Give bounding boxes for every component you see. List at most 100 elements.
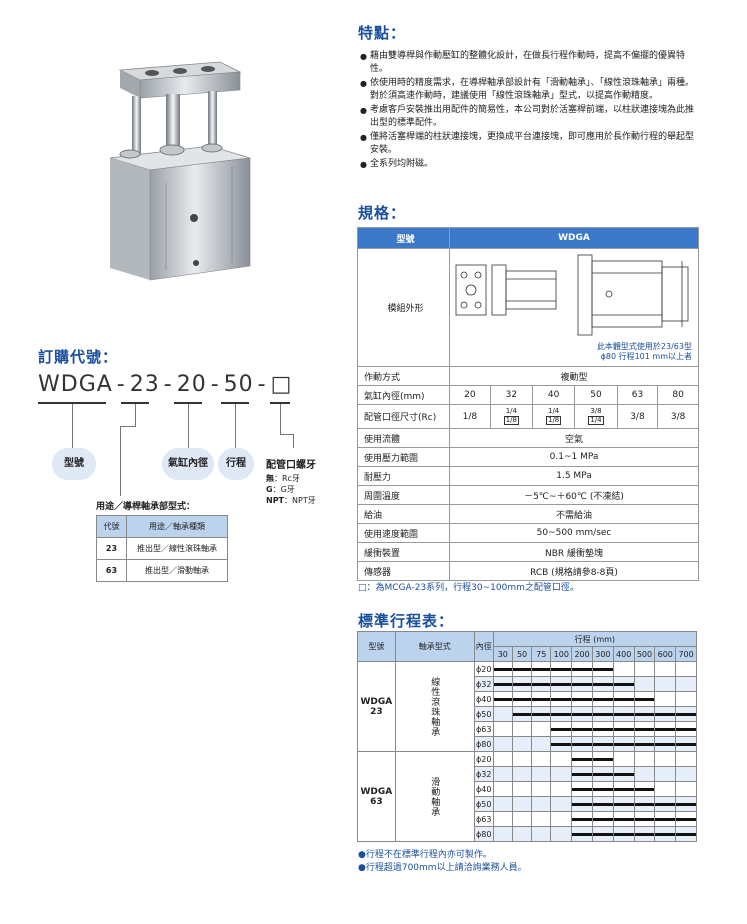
stroke-bore: ϕ32 bbox=[473, 676, 494, 692]
stroke-cell bbox=[675, 751, 697, 767]
stroke-cell bbox=[492, 706, 513, 722]
stroke-notes: ●行程不在標準行程內亦可製作。 ●行程超過700mm以上請洽詢業務人員。 bbox=[358, 849, 527, 875]
spec-note: □：為MCGA-23系列，行程30~100mm之配管口徑。 bbox=[358, 583, 579, 593]
stroke-bar bbox=[572, 833, 592, 836]
stroke-cell bbox=[633, 751, 656, 767]
stroke-bar bbox=[634, 698, 655, 701]
stroke-bar bbox=[551, 743, 572, 746]
stroke-cell bbox=[571, 796, 593, 812]
spec-row-value: RCB (規格請參8-8頁) bbox=[449, 561, 699, 581]
drawing-icon bbox=[455, 254, 689, 336]
spec-row-value: NBR 緩衝墊塊 bbox=[449, 542, 699, 562]
stroke-cell bbox=[550, 826, 573, 842]
stroke-cell bbox=[531, 751, 552, 767]
stroke-cell bbox=[612, 736, 635, 752]
stroke-bar bbox=[572, 743, 592, 746]
stroke-cell bbox=[571, 676, 593, 692]
connector bbox=[72, 404, 73, 448]
spec-row-label: 使用流體 bbox=[357, 428, 450, 448]
spec-title: 規格： bbox=[358, 204, 407, 222]
table-row: ϕ63 bbox=[358, 721, 697, 737]
stroke-cell bbox=[675, 706, 697, 722]
bore-value: 40 bbox=[531, 385, 576, 405]
spec-row-value: 不需給油 bbox=[449, 504, 699, 524]
stroke-cell bbox=[654, 661, 677, 677]
stroke-cell bbox=[550, 661, 573, 677]
usage-type: 推出型／線性滾珠軸承 bbox=[126, 537, 228, 560]
stroke-bar bbox=[634, 728, 655, 731]
feature-item: 藉由雙導桿與作動壓缸的整體化設計，在做長行程作動時，提高不偏擺的優異特性。 bbox=[360, 50, 700, 76]
stroke-bar bbox=[551, 713, 572, 716]
stroke-cell bbox=[511, 706, 533, 722]
stroke-cell bbox=[591, 811, 614, 827]
stroke-cell bbox=[633, 706, 656, 722]
stroke-bar bbox=[655, 803, 676, 806]
stroke-bar bbox=[655, 818, 676, 821]
stroke-cell bbox=[531, 706, 552, 722]
stroke-cell bbox=[492, 766, 513, 782]
stroke-cell bbox=[612, 811, 635, 827]
stroke-cell bbox=[511, 736, 533, 752]
connector bbox=[120, 426, 121, 496]
product-photo bbox=[109, 61, 251, 281]
stroke-cell bbox=[511, 811, 533, 827]
code-usage: 23 bbox=[129, 372, 160, 397]
underline bbox=[270, 402, 290, 404]
stroke-bar bbox=[676, 743, 696, 746]
stroke-bar bbox=[634, 833, 655, 836]
stroke-header-value: 500 bbox=[633, 646, 656, 662]
stroke-cell bbox=[633, 781, 656, 797]
stroke-bar bbox=[655, 728, 676, 731]
stroke-bar bbox=[655, 743, 676, 746]
stroke-bar bbox=[676, 713, 696, 716]
connector bbox=[188, 404, 189, 448]
stroke-cell bbox=[511, 781, 533, 797]
stroke-bore: ϕ80 bbox=[473, 826, 494, 842]
stroke-cell bbox=[492, 781, 513, 797]
stroke-cell bbox=[511, 796, 533, 812]
code-dash: - bbox=[116, 372, 126, 397]
code-dash: - bbox=[163, 372, 173, 397]
stroke-bar bbox=[493, 683, 512, 686]
stroke-bar bbox=[532, 698, 551, 701]
stroke-cell bbox=[492, 676, 513, 692]
stroke-bar bbox=[592, 773, 613, 776]
stroke-cell bbox=[511, 721, 533, 737]
spec-row-label: 傳感器 bbox=[357, 561, 450, 581]
stroke-bar bbox=[493, 698, 512, 701]
spec-row-label: 使用速度範圍 bbox=[357, 523, 450, 543]
stroke-cell bbox=[591, 796, 614, 812]
stroke-bar bbox=[551, 698, 572, 701]
spec-row-label: 周圍溫度 bbox=[357, 485, 450, 505]
bore-value: 20 bbox=[449, 385, 491, 405]
label-port: 配管口螺牙 bbox=[266, 460, 316, 471]
stroke-cell bbox=[612, 661, 635, 677]
code-dash: - bbox=[210, 372, 220, 397]
usage-code: 23 bbox=[96, 537, 127, 560]
spec-row-label: 氣缸內徑(mm) bbox=[357, 385, 450, 405]
stroke-bar bbox=[512, 713, 532, 716]
stroke-bar bbox=[592, 803, 613, 806]
stroke-cell bbox=[550, 721, 573, 737]
stroke-bore: ϕ32 bbox=[473, 766, 494, 782]
table-row: ϕ80 bbox=[358, 826, 697, 842]
stroke-cell bbox=[531, 721, 552, 737]
spec-row-value: 複動型 bbox=[449, 366, 699, 386]
features-title: 特點： bbox=[358, 24, 407, 42]
stroke-header-value: 50 bbox=[511, 646, 533, 662]
stroke-bar bbox=[592, 833, 613, 836]
bore-value: 80 bbox=[657, 385, 699, 405]
stroke-header-value: 100 bbox=[550, 646, 573, 662]
code-port: □ bbox=[270, 372, 293, 397]
bore-value: 32 bbox=[489, 385, 533, 405]
stroke-bar bbox=[655, 713, 676, 716]
stroke-cell bbox=[492, 691, 513, 707]
stroke-bar bbox=[613, 773, 634, 776]
stroke-bar bbox=[551, 668, 572, 671]
stroke-bar bbox=[613, 818, 634, 821]
stroke-bore: ϕ63 bbox=[473, 721, 494, 737]
stroke-header-value: 30 bbox=[492, 646, 513, 662]
